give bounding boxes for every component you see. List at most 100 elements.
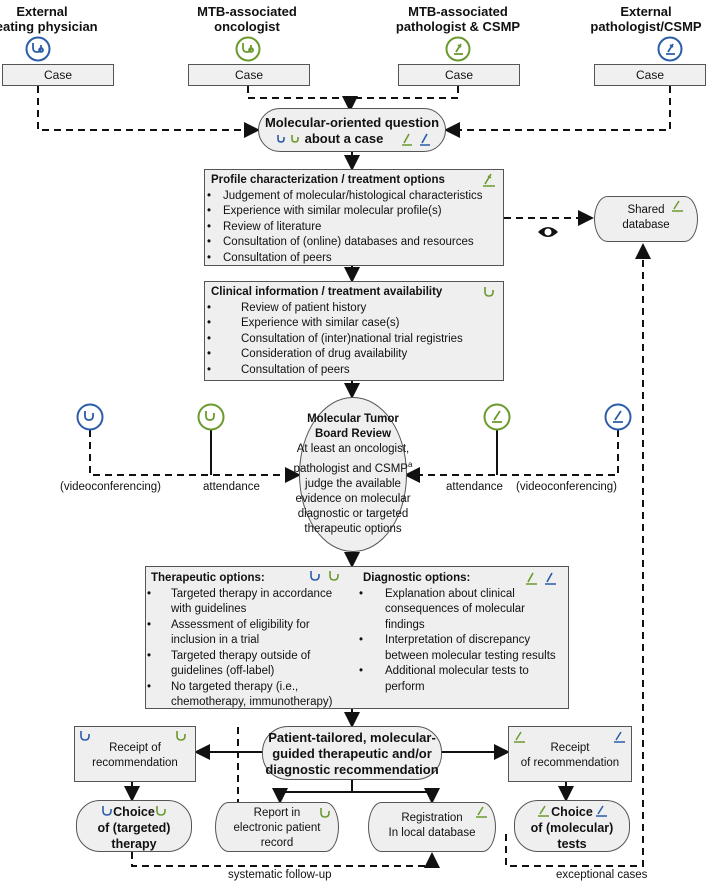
recommendation-line: guided therapeutic and/or [272, 746, 432, 761]
choice-therapy-node: Choice of (targeted) therapy [76, 800, 192, 852]
question-node: Molecular-oriented question about a case [258, 108, 446, 152]
choice-label: Choice [551, 805, 593, 819]
stethoscope-pair-icon [277, 135, 299, 143]
list-item: Consideration of drug availability [207, 347, 497, 363]
review-line: pathologist and CSMPa [293, 460, 413, 475]
review-line: diagnostic or targeted [297, 507, 409, 520]
diagnostic-options: Diagnostic options: Explanation about cl… [357, 566, 569, 709]
receipt-label: Receipt [550, 742, 590, 754]
list-item: Targeted therapy in accordance with guid… [147, 587, 351, 618]
microscope-pair-icon [402, 133, 430, 146]
report-ehr: Report in electronic patient record [215, 802, 339, 852]
list-item: Review of literature [207, 220, 497, 236]
choice-label: of (molecular) [530, 821, 614, 835]
shared-db-label: Shared [627, 204, 665, 216]
choice-label: Choice [113, 805, 155, 819]
list-item: Consultation of (inter)national trial re… [207, 332, 497, 348]
registration-label: In local database [388, 827, 476, 839]
followup-label: systematic follow-up [228, 869, 332, 881]
mtb-review-node [299, 397, 407, 552]
list-item: Consultation of peers [207, 363, 497, 379]
stethoscope-icon [76, 403, 104, 431]
microscope-icon [483, 173, 495, 187]
review-line: therapeutic options [304, 522, 402, 535]
stethoscope-icon [102, 806, 112, 816]
therapeutic-title: Therapeutic options: [151, 572, 265, 584]
review-line: evidence on molecular [295, 492, 411, 505]
microscope-icon [445, 36, 471, 62]
list-item: Additional molecular tests to perform [359, 664, 563, 695]
review-line: At least an oncologist, [296, 443, 410, 455]
recommendation-line: diagnostic recommendation [265, 762, 439, 777]
receipt-label: of recommendation [520, 757, 620, 769]
list-item: Targeted therapy outside of guidelines (… [147, 649, 351, 680]
list-item: Explanation about clinical consequences … [359, 587, 563, 634]
stethoscope-icon [176, 731, 186, 741]
list-item: Interpretation of discrepancy between mo… [359, 633, 563, 664]
shared-db-label: database [622, 219, 670, 231]
stethoscope-icon [156, 806, 166, 816]
choice-label: of (targeted) [97, 821, 171, 835]
question-line2: about a case [304, 131, 384, 146]
microscope-icon [672, 200, 683, 212]
microscope-icon [596, 805, 607, 817]
list-item: Experience with similar molecular profil… [207, 204, 497, 220]
stethoscope-icon [484, 287, 494, 297]
receipt-label: recommendation [92, 757, 178, 769]
registration-label: Registration [401, 812, 463, 824]
microscope-icon [614, 731, 625, 743]
choice-label: tests [557, 837, 587, 851]
case-box: Case [2, 64, 114, 86]
stethoscope-icon [197, 403, 225, 431]
case-box: Case [398, 64, 520, 86]
report-label: electronic patient [233, 822, 321, 834]
eye-icon [538, 227, 558, 237]
microscope-icon [657, 36, 683, 62]
stethoscope-icon [25, 36, 51, 62]
list-item: Judgement of molecular/histological char… [207, 189, 497, 205]
choice-label: therapy [111, 837, 157, 851]
choice-tests-node: Choice of (molecular) tests [514, 800, 630, 852]
mtb-review-text: Molecular Tumor Board Review At least an… [283, 412, 423, 537]
profile-title: Profile characterization / treatment opt… [211, 174, 445, 186]
registration-db: Registration In local database [368, 802, 496, 852]
stethoscope-icon [235, 36, 261, 62]
list-item: Consultation of (online) databases and r… [207, 235, 497, 251]
stethoscope-icon [80, 731, 90, 741]
shared-database: Shared database [594, 196, 698, 242]
receipt-label: Receipt of [109, 742, 161, 754]
receipt-left: Receipt of recommendation [74, 726, 196, 782]
review-title: Board Review [314, 428, 392, 440]
clinical-title: Clinical information / treatment availab… [211, 286, 443, 298]
review-title: Molecular Tumor [307, 413, 399, 425]
microscope-icon [604, 403, 632, 431]
videoconferencing-label: (videoconferencing) [516, 481, 618, 493]
microscope-pair-icon [526, 572, 556, 585]
attendance-label: attendance [203, 481, 260, 493]
list-item: Consultation of peers [207, 251, 497, 267]
report-label: Report in [253, 807, 301, 819]
diagnostic-title: Diagnostic options: [363, 572, 471, 584]
list-item: Review of patient history [207, 301, 497, 317]
exceptional-label: exceptional cases [556, 869, 648, 881]
report-label: record [260, 837, 294, 849]
therapeutic-options: Therapeutic options: Targeted therapy in… [145, 566, 357, 709]
stethoscope-icon [320, 808, 330, 818]
attendance-label: attendance [446, 481, 503, 493]
review-line: judge the available [305, 477, 401, 490]
stethoscope-pair-icon [310, 571, 339, 581]
case-box: Case [188, 64, 310, 86]
list-item: No targeted therapy (i.e., chemotherapy,… [147, 680, 351, 711]
videoconferencing-label: (videoconferencing) [60, 481, 162, 493]
microscope-icon [476, 806, 487, 818]
microscope-icon [483, 403, 511, 431]
microscope-icon [514, 731, 525, 743]
recommendation-line: Patient-tailored, molecular- [268, 730, 436, 745]
microscope-icon [538, 805, 549, 817]
clinical-information-box: Clinical information / treatment availab… [204, 281, 504, 381]
list-item: Experience with similar case(s) [207, 316, 497, 332]
